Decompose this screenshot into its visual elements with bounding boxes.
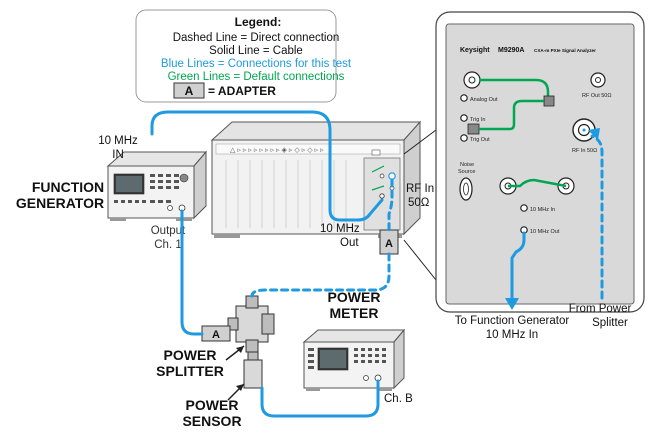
legend-green: Green Lines = Default connections	[168, 71, 345, 83]
fg-label-line1: FUNCTION	[32, 179, 104, 195]
rf-in-panel-label: RF In 50Ω	[572, 148, 597, 154]
analyzer-adapter-letter: A	[385, 238, 393, 250]
chassis-front-symbols: △▹▹▹▹▹▹▹▹◈▹◇▹◇▹▹	[230, 147, 326, 154]
power-meter	[302, 328, 406, 391]
fg-output-label-line1: Output	[151, 225, 186, 237]
legend-solid: Solid Line = Cable	[209, 45, 303, 57]
arrow-to-rf-in	[588, 128, 600, 140]
splitter-adapter-letter: A	[212, 329, 220, 341]
ref-out-label-line2: Out	[340, 237, 359, 249]
cable-ref-to-fg	[150, 110, 384, 222]
blue-cables	[150, 110, 384, 418]
meter-channel-label: Ch. B	[384, 393, 413, 405]
legend-adapter-box	[173, 82, 205, 99]
module-rf-in-port[interactable]	[388, 172, 396, 180]
green-default-mid	[508, 178, 567, 188]
from-splitter-label-line2: Splitter	[592, 317, 628, 329]
module-zoom-panel: Keysight M9290A CXA-m PXIe Signal Analyz…	[435, 11, 645, 313]
legend: Legend: Dashed Line = Direct connection …	[135, 9, 352, 103]
callout-line	[403, 129, 437, 155]
noise-source-label-line2: Source	[458, 169, 475, 175]
splitter-label-line2: SPLITTER	[156, 363, 224, 379]
fg-in-label-line1: 10 MHz	[98, 135, 138, 147]
to-fg-label-line2: 10 MHz In	[486, 329, 538, 341]
legend-blue: Blue Lines = Connections for this test	[161, 58, 352, 70]
ref-out-label: 10 MHz Out	[530, 229, 560, 235]
power-splitter	[227, 295, 275, 353]
fg-in-label-line2: IN	[112, 149, 124, 161]
analog-out-port[interactable]	[460, 94, 468, 102]
arrow-to-fg	[505, 298, 519, 310]
module-model: M9290A	[498, 47, 524, 54]
green-default-top	[479, 78, 550, 100]
noise-source-label-line1: Noise	[460, 162, 474, 168]
rf-out-label: RF Out 50Ω	[582, 93, 611, 99]
cable-fg-to-splitter	[180, 209, 204, 336]
analog-out-label: Analog Out	[470, 97, 498, 103]
callout-line	[403, 239, 437, 281]
direct-rfin-to-adapter	[387, 178, 394, 232]
chassis-slots	[225, 160, 347, 228]
sensor-label-line1: POWER	[186, 397, 239, 413]
module-brand: Keysight	[460, 47, 490, 54]
legend-adapter-letter: A	[185, 84, 194, 98]
function-generator	[106, 150, 208, 221]
dashed-connections	[250, 178, 394, 298]
trig-out-label: Trig Out	[470, 137, 490, 143]
fg-output-label-line2: Ch. 1	[154, 239, 182, 251]
rf-in-label-line1: RF In	[406, 183, 434, 195]
cable-sensor-to-meter	[260, 379, 380, 418]
meter-label-line2: METER	[330, 305, 379, 321]
legend-title: Legend:	[235, 15, 282, 29]
ref-out-label-line1: 10 MHz	[320, 223, 360, 235]
module-port	[379, 173, 385, 179]
legend-dashed: Dashed Line = Direct connection	[173, 32, 340, 44]
sensor-label-line2: SENSOR	[182, 413, 241, 429]
rf-in-label-line2: 50Ω	[408, 197, 430, 209]
green-default-trig	[479, 99, 544, 131]
from-splitter-label-line1: From Power	[569, 303, 632, 315]
module-ref-out-port[interactable]	[379, 193, 385, 199]
to-fg-label-line1: To Function Generator	[455, 315, 570, 327]
ref-in-port[interactable]	[520, 204, 528, 212]
analyzer-chassis: △▹▹▹▹▹▹▹▹◈▹◇▹◇▹▹	[210, 120, 422, 238]
fg-label-line2: GENERATOR	[16, 195, 104, 211]
meter-label-line1: POWER	[328, 289, 381, 305]
cable-panel-ref-out	[510, 231, 526, 302]
trig-in-port[interactable]	[460, 114, 468, 122]
splitter-label-line1: POWER	[164, 347, 217, 363]
trig-out-port[interactable]	[460, 134, 468, 142]
power-sensor	[243, 351, 263, 389]
module-model-suffix: CXA-m PXIe Signal Analyzer	[534, 48, 596, 53]
legend-adapter-text: = ADAPTER	[208, 84, 276, 98]
trig-in-label: Trig In	[470, 117, 485, 123]
dashed-panel-rf-in	[590, 134, 604, 300]
ref-in-label: 10 MHz In	[530, 207, 555, 213]
direct-adapter-to-splitter	[250, 252, 391, 298]
